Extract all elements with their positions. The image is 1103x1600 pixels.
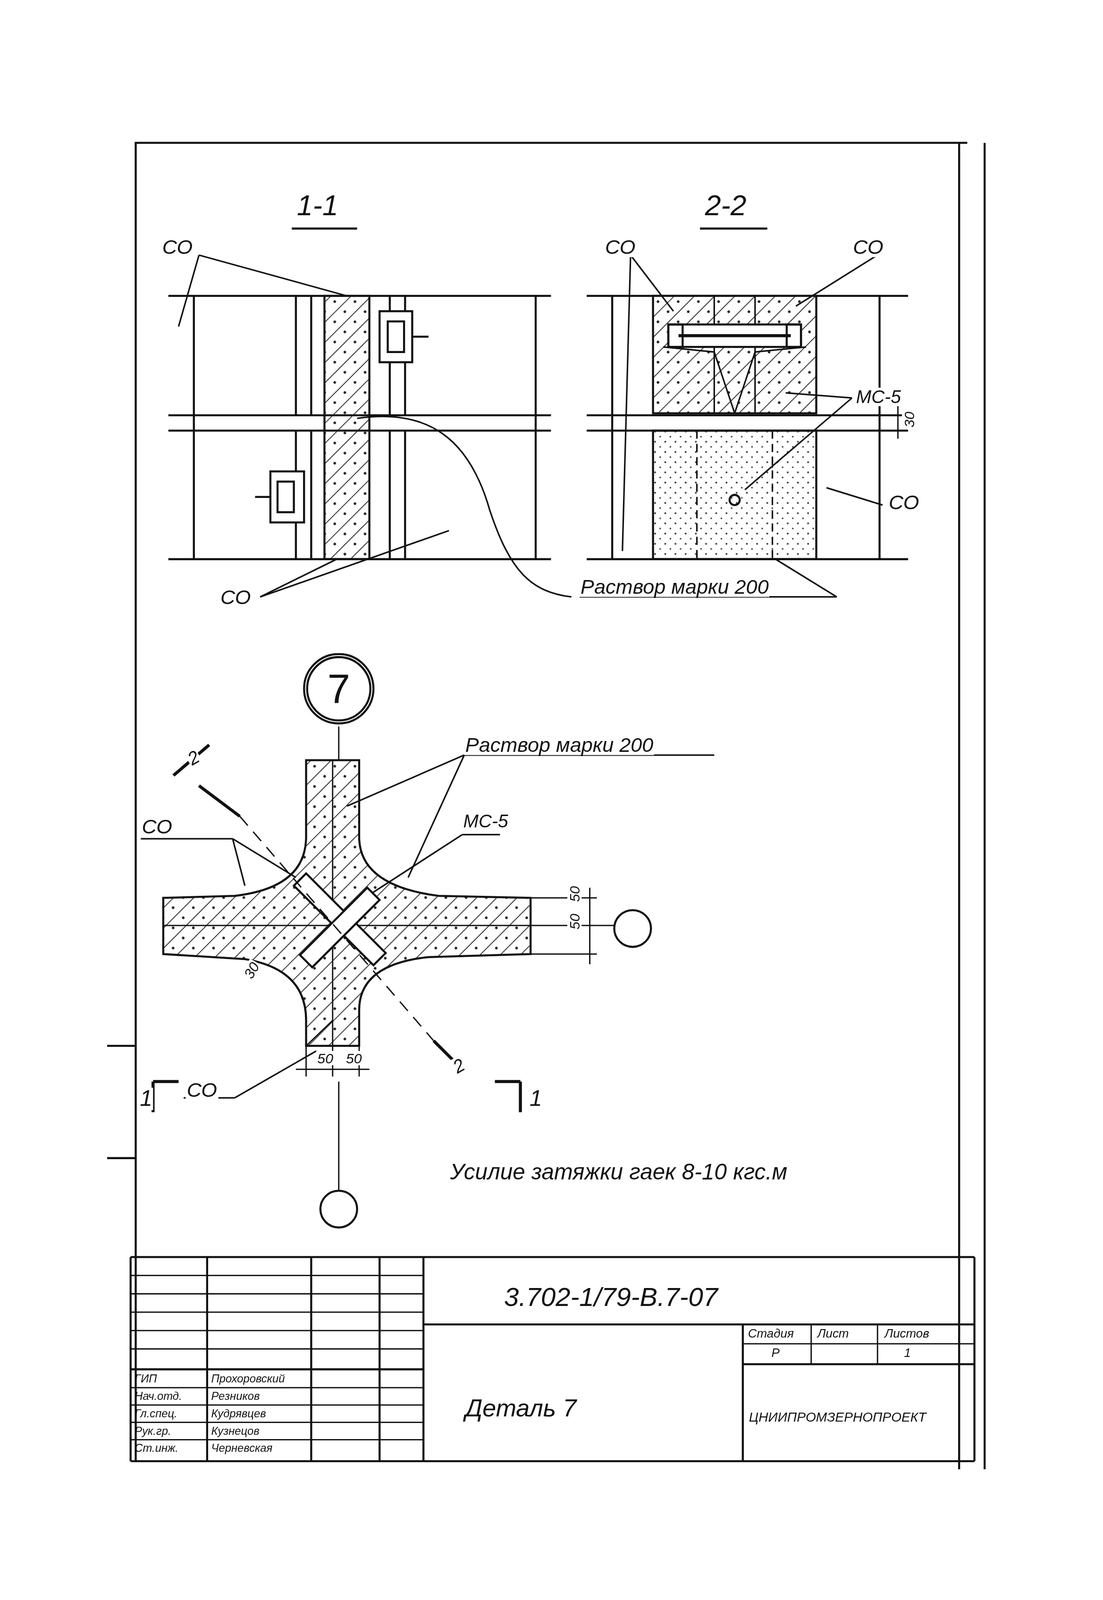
drawing-label: Усилие затяжки гаек 8-10 кгс.м: [448, 1161, 789, 1184]
drawing-label: СО: [219, 586, 253, 607]
title-block-text: Ст.инж.: [133, 1442, 180, 1455]
drawing-label: 1: [528, 1087, 544, 1111]
title-block-text: Нач.отд.: [133, 1390, 184, 1403]
title-block-text: Стадия: [747, 1327, 795, 1340]
drawing-label: 1: [138, 1087, 154, 1111]
drawing-label: СО: [140, 816, 174, 837]
drawing-label: 50: [316, 1051, 335, 1066]
callout-number: 7: [327, 668, 351, 709]
drawing-label: Раствор марки 200: [579, 576, 770, 597]
drawing-label: 50: [567, 912, 582, 931]
drawing-label: СО: [161, 236, 194, 258]
title-block-text: Кудрявцев: [210, 1407, 267, 1420]
drawing-label: СО: [604, 236, 637, 258]
title-block-text: Деталь 7: [464, 1395, 578, 1421]
title-block-text: Кузнецов: [210, 1425, 261, 1437]
drawing-label: 50: [567, 884, 582, 903]
title-block-text: ЦНИИПРОМЗЕРНОПРОЕКТ: [748, 1410, 928, 1424]
drawing-label: 2: [448, 1054, 469, 1078]
title-block-text: Черневская: [210, 1442, 274, 1455]
drawing-label: МС-5: [462, 812, 509, 831]
drawing-label: МС-5: [855, 387, 902, 407]
title-block-text: Резников: [210, 1390, 261, 1403]
title-block-text: Прохоровский: [210, 1373, 286, 1385]
title-block-text: Гл.спец.: [133, 1407, 179, 1420]
title-block-text: ГИП: [133, 1373, 159, 1385]
drawing-label: СО: [887, 491, 921, 513]
drawing-label: Раствор марки 200: [464, 734, 655, 756]
drawing-label: 30: [901, 410, 917, 429]
drawing-label: СО: [185, 1079, 219, 1100]
title-block-text: 1: [902, 1347, 912, 1360]
title-block-text: Лист: [816, 1327, 851, 1340]
title-block-text: Листов: [883, 1327, 931, 1340]
drawing-label: СО: [851, 236, 885, 258]
drawing-label: 50: [345, 1051, 363, 1066]
title-block-text: Рук.гр.: [133, 1425, 172, 1437]
title-block-text: Р: [770, 1347, 781, 1360]
section-title: 2-2: [704, 191, 748, 221]
section-title: 1-1: [295, 191, 340, 221]
callout-circle: 7: [303, 653, 375, 725]
title-block-text: 3.702-1/79-В.7-07: [503, 1283, 719, 1311]
